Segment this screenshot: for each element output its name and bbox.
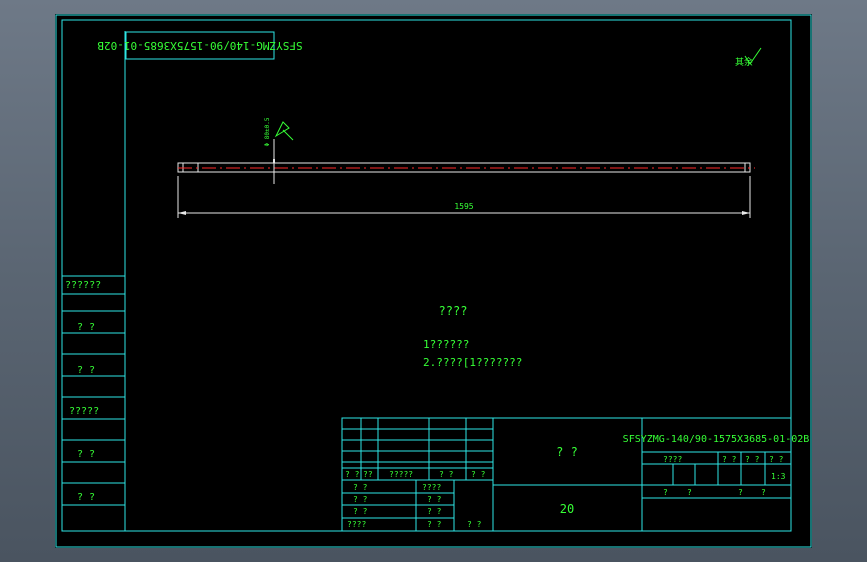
- shaft-part: [177, 162, 755, 173]
- roughness-symbol: [744, 47, 762, 65]
- sign-row-3-b: ? ?: [427, 520, 442, 529]
- left-label-5: ? ?: [77, 449, 95, 460]
- drawing-sheet: ?????? ? ? ? ? ????? ? ? ? ? SFSYZMG-140…: [55, 14, 812, 548]
- left-column-box: [61, 275, 126, 532]
- row-label-2: ??: [363, 470, 373, 479]
- sign-row-4-a: ????: [347, 520, 366, 529]
- part-material: 20: [560, 502, 574, 516]
- bottom-label-1: ?: [663, 488, 668, 497]
- row-label-5: ? ?: [471, 470, 486, 479]
- right-header-2: ? ?: [722, 455, 737, 464]
- roughness-mark: 其余: [735, 56, 753, 68]
- right-header-4: ? ?: [769, 455, 784, 464]
- dim-diameter: Φ 80±0.5: [264, 117, 271, 146]
- bottom-label-4: ?: [761, 488, 766, 497]
- drawing-canvas: ?????? ? ? ? ? ????? ? ? ? ? SFSYZMG-140…: [55, 14, 812, 548]
- right-header-3: ? ?: [745, 455, 760, 464]
- bottom-label-3: ?: [738, 488, 743, 497]
- title-block: [341, 417, 792, 532]
- sign-row-2-b: ? ?: [427, 507, 442, 516]
- sign-row-2-a: ? ?: [353, 495, 368, 504]
- right-header-1: ????: [663, 455, 682, 464]
- sign-row-3-a: ? ?: [353, 507, 368, 516]
- row-label-4: ? ?: [439, 470, 454, 479]
- sign-row-1-b: ? ?: [427, 495, 442, 504]
- code-box-rotated: [125, 31, 275, 60]
- left-label-3: ? ?: [77, 365, 95, 376]
- requirement-2: 2.????[1???????: [423, 356, 522, 369]
- sign-row-1-a: ? ?: [353, 483, 368, 492]
- row-label-1: ? ?: [345, 470, 360, 479]
- left-label-4: ?????: [69, 406, 99, 417]
- row-label-3: ?????: [389, 470, 413, 479]
- bottom-label-2: ?: [687, 488, 692, 497]
- finish-mark: [274, 121, 294, 141]
- title-code: SFSYZMG-140/90-1575X3685-01-02B: [623, 434, 810, 445]
- dim-length: 1595: [454, 202, 473, 211]
- left-label-6: ? ?: [77, 492, 95, 503]
- outer-frame: [55, 14, 812, 548]
- requirements-title: ????: [439, 304, 468, 318]
- scale-value: 1:3: [771, 472, 786, 481]
- part-name: ? ?: [556, 445, 578, 459]
- code-rotated: SFSYZMG-140/90-1575X3685-01-02B: [97, 39, 303, 52]
- left-label-2: ? ?: [77, 322, 95, 333]
- sign-row-4-b: ? ?: [467, 520, 482, 529]
- extra-label: ????: [422, 483, 441, 492]
- requirement-1: 1??????: [423, 338, 469, 351]
- left-label-1: ??????: [65, 280, 101, 291]
